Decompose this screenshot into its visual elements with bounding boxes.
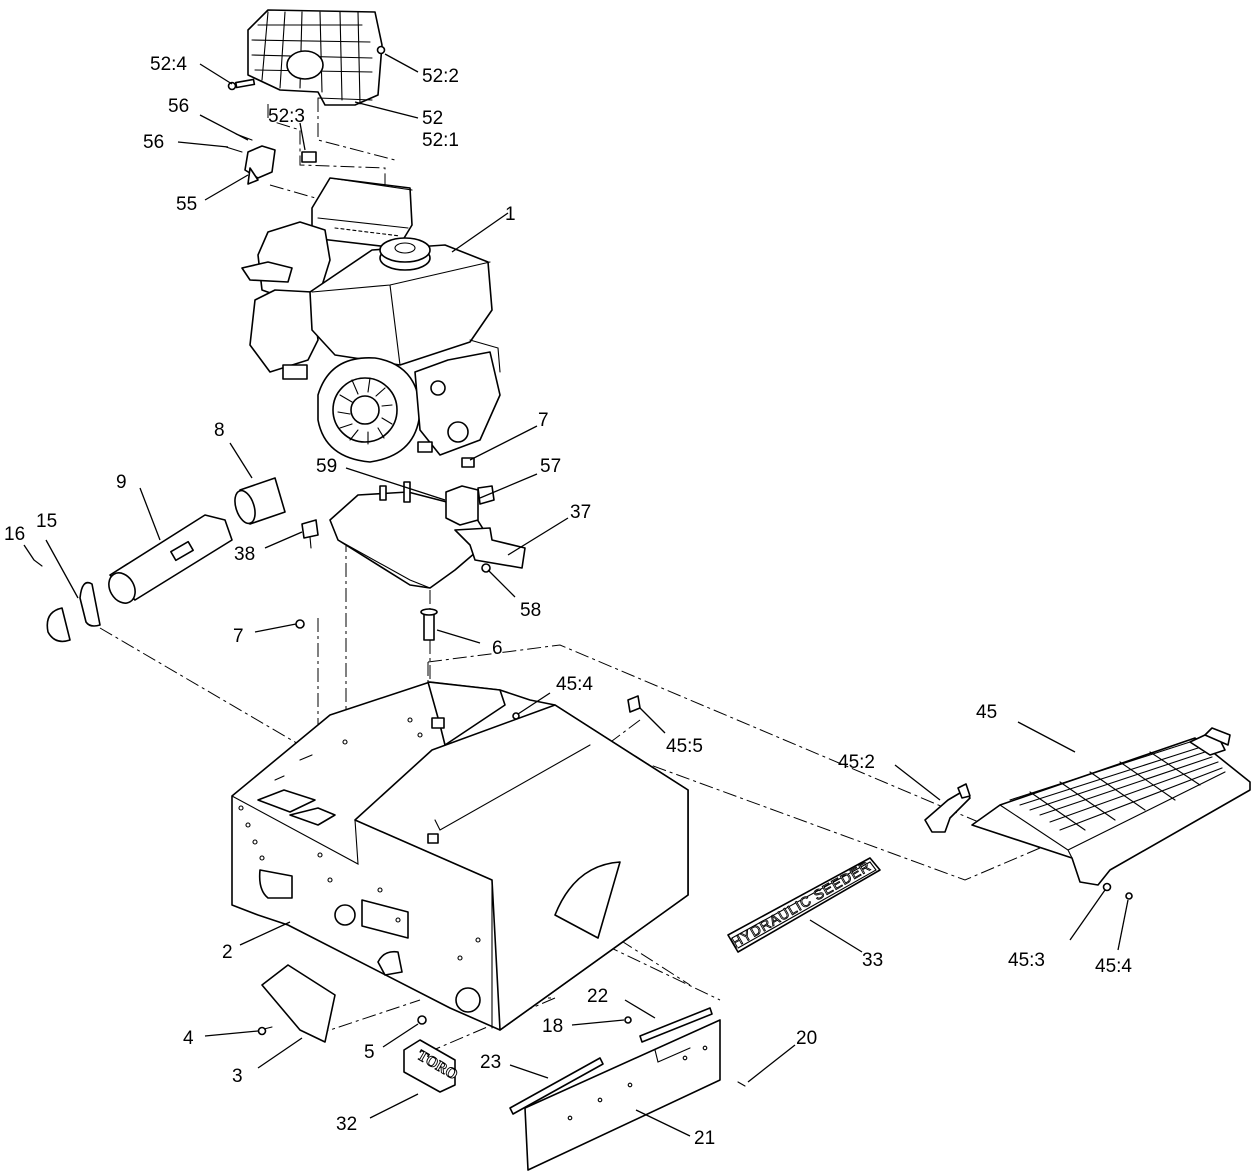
callout-55: 55 (176, 194, 197, 215)
callout-1: 1 (505, 204, 516, 225)
callout-45-5: 45:5 (666, 736, 703, 757)
callout-38: 38 (234, 544, 255, 565)
callout-33: 33 (862, 950, 883, 971)
callout-52-2: 52:2 (422, 66, 459, 87)
exhaust-tube-icon (33, 477, 286, 643)
engine-icon (241, 177, 501, 468)
step-plate-icon (512, 695, 1251, 900)
callout-22: 22 (587, 986, 608, 1007)
callout-52-4: 52:4 (150, 54, 187, 75)
callout-52: 52 (422, 108, 443, 129)
callout-58: 58 (520, 600, 541, 621)
callout-8: 8 (214, 420, 225, 441)
callout-5: 5 (364, 1042, 375, 1063)
callout-21: 21 (694, 1128, 715, 1149)
toro-logo-icon: TORO (403, 1039, 461, 1093)
callout-15: 15 (36, 511, 57, 532)
callout-16: 16 (4, 524, 25, 545)
bracket-55-icon (225, 133, 276, 185)
callout-45-3: 45:3 (1008, 950, 1045, 971)
callout-3: 3 (232, 1066, 243, 1087)
callout-23: 23 (480, 1052, 501, 1073)
callout-7-b: 7 (233, 626, 244, 647)
callout-45-2: 45:2 (838, 752, 875, 773)
svg-text:HYDRAULIC SEEDER: HYDRAULIC SEEDER (729, 858, 874, 951)
frame-icon (231, 681, 689, 1031)
callout-37: 37 (570, 502, 591, 523)
callout-45-4-b: 45:4 (1095, 956, 1132, 977)
callout-52-3: 52:3 (268, 106, 305, 127)
callout-2: 2 (222, 942, 233, 963)
callout-32: 32 (336, 1114, 357, 1135)
callout-labels: 52:4 52:2 52 52:1 52:3 56 56 55 1 8 9 16… (4, 54, 1132, 1149)
plate-21-icon (509, 1007, 746, 1171)
mount-plate-icon (295, 481, 526, 641)
callout-18: 18 (542, 1016, 563, 1037)
wire-guard-icon (227, 9, 386, 163)
callout-7-a: 7 (538, 410, 549, 431)
callout-6: 6 (492, 638, 503, 659)
shield-3-icon (257, 964, 427, 1043)
callout-9: 9 (116, 472, 127, 493)
callout-4: 4 (183, 1028, 194, 1049)
callout-57: 57 (540, 456, 561, 477)
callout-52-1: 52:1 (422, 130, 459, 151)
callout-20: 20 (796, 1028, 817, 1049)
callout-59: 59 (316, 456, 337, 477)
callout-56-a: 56 (168, 96, 189, 117)
leader-lines (23, 53, 1129, 1137)
hydraulic-seeder-decal-icon: HYDRAULIC SEEDER (727, 857, 881, 953)
callout-45: 45 (976, 702, 997, 723)
callout-56-b: 56 (143, 132, 164, 153)
callout-45-4-a: 45:4 (556, 674, 593, 695)
